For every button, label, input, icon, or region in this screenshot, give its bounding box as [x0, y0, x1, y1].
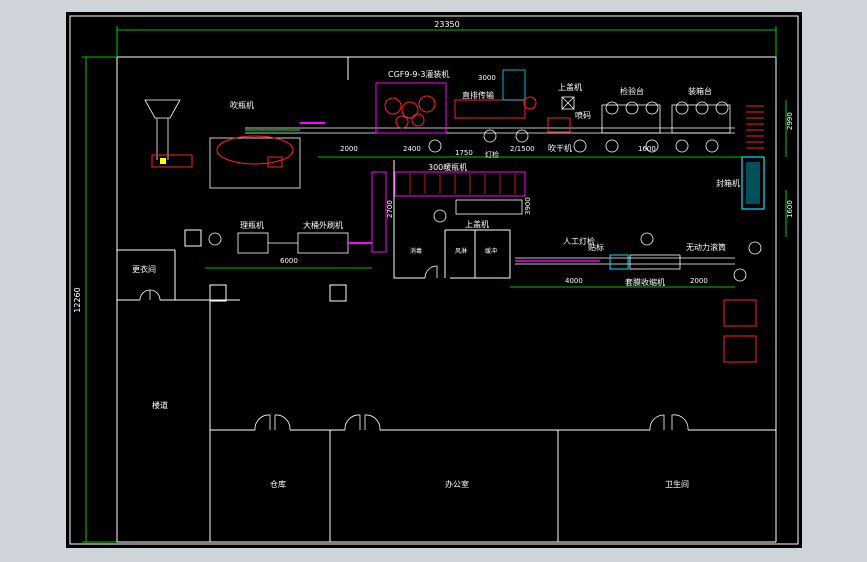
blow-bottle-room — [209, 137, 301, 189]
building-walls — [116, 56, 777, 543]
dim-1750: 1750 — [455, 149, 473, 157]
hopper-marker — [160, 158, 166, 164]
label-warehouse: 仓库 — [270, 479, 286, 489]
labeling-machine — [609, 254, 629, 270]
label-manual-light: 人工灯检 — [563, 236, 595, 246]
spray-code-machine — [547, 117, 571, 133]
label-cap-loader: 上盖机 — [465, 219, 489, 229]
label-dryer: 吹干机 — [548, 143, 572, 153]
label-filling: CGF9-9-3灌装机 — [388, 69, 449, 79]
label-corridor: 楼道 — [152, 400, 168, 410]
label-light-inspect: 灯检 — [485, 150, 499, 159]
dim-1600b: 1600 — [638, 145, 656, 153]
label-changing-room: 更衣间 — [132, 264, 156, 274]
left-dimension — [82, 56, 117, 543]
sealing-machine — [741, 156, 765, 210]
dim-3900: 3900 — [524, 197, 532, 215]
label-bottle-sorting: 理瓶机 — [240, 220, 264, 230]
packing-table — [671, 104, 731, 134]
dim-2400: 2400 — [403, 145, 421, 153]
doors — [139, 265, 689, 431]
bottle-conveyor — [454, 99, 526, 119]
cap-loader-box — [455, 199, 523, 215]
inspect-table — [601, 104, 661, 134]
label-blow-bottle: 吹瓶机 — [230, 100, 254, 110]
label-unloading: 上盖机 — [558, 82, 582, 92]
warm-bottle-machine — [394, 171, 526, 197]
label-warm-bottle: 300暖瓶机 — [428, 162, 467, 172]
pallets-right — [723, 299, 757, 363]
cap-wheel — [523, 96, 537, 110]
dim-total-width: 23350 — [434, 20, 459, 29]
dim-1600: 1600 — [786, 200, 794, 218]
dim-2990: 2990 — [786, 112, 794, 130]
filling-rotors — [384, 95, 436, 129]
label-restroom: 卫生间 — [665, 479, 689, 489]
drawing-frame — [69, 15, 799, 545]
top-dimension — [116, 26, 777, 56]
label-small-room-left: 消毒 — [410, 247, 422, 255]
label-bottle-conveyor: 直排传输 — [462, 90, 494, 100]
dim-2700: 2700 — [386, 200, 394, 218]
label-small-room-right: 缓冲 — [485, 247, 497, 255]
vertical-conveyor — [371, 171, 387, 253]
dim-4000: 4000 — [565, 277, 583, 285]
roller-stack-right — [746, 105, 764, 149]
label-spray-code: 喷码 — [575, 110, 591, 120]
dim-2000: 2000 — [340, 145, 358, 153]
hopper-equipment — [144, 99, 181, 160]
dim-2000b: 2000 — [690, 277, 708, 285]
dim-6000: 6000 — [280, 257, 298, 265]
shrink-pack-machine — [629, 254, 681, 270]
label-office: 办公室 — [445, 479, 469, 489]
label-labeling: 贴标 — [588, 242, 604, 252]
label-power-roller: 无动力滚筒 — [686, 242, 726, 252]
label-outer-wash: 大桶外刷机 — [303, 220, 343, 230]
label-packing-table: 装箱台 — [688, 86, 712, 96]
blow-bottle-unit — [267, 156, 283, 168]
cap-stair — [502, 69, 526, 101]
hopper-base — [151, 154, 193, 168]
label-sealing: 封箱机 — [716, 178, 740, 188]
warm-bottle-slats — [409, 174, 516, 194]
workers-top — [208, 101, 762, 282]
columns — [184, 229, 347, 302]
dim-total-height: 12260 — [73, 287, 82, 312]
sealing-fill — [746, 162, 760, 204]
dim-2-1500: 2/1500 — [510, 145, 535, 153]
label-inspect-table: 检验台 — [620, 86, 644, 96]
label-small-room-mid: 风淋 — [455, 247, 467, 255]
label-shrink-pack: 套膜收缩机 — [625, 277, 665, 287]
drawing-background — [66, 12, 802, 548]
dim-3000: 3000 — [478, 74, 496, 82]
filling-machine — [375, 82, 447, 134]
capper-box — [561, 96, 575, 110]
blow-bottle-machine — [216, 135, 294, 165]
